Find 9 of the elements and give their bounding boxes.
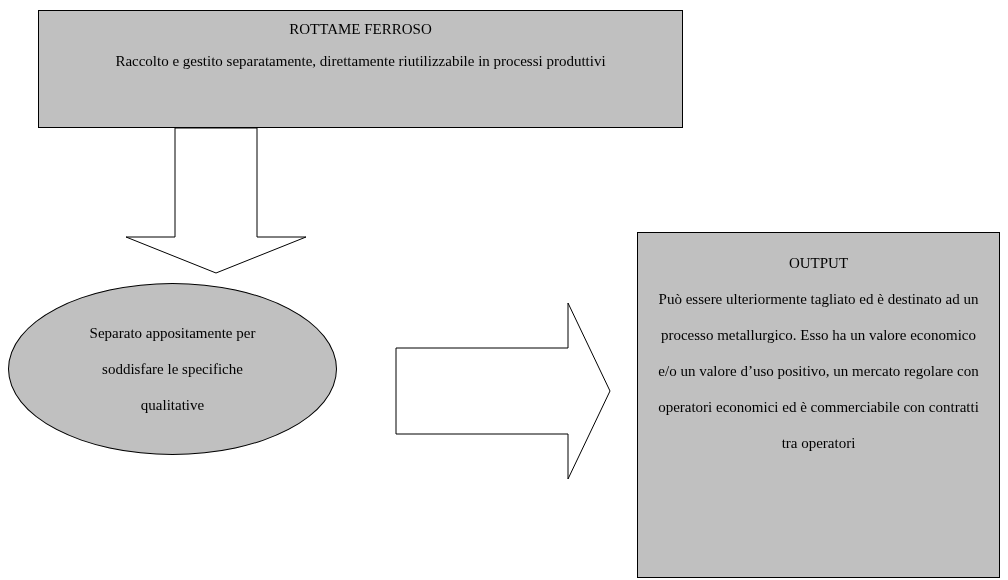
process-box bbox=[38, 10, 683, 128]
node-heading: ROTTAME FERROSO bbox=[289, 20, 432, 39]
process-box bbox=[637, 232, 1000, 578]
block-arrow bbox=[125, 127, 307, 274]
block-arrow bbox=[395, 302, 611, 480]
node-text: Separato appositamente per soddisfare le specifiche qualitative bbox=[88, 324, 257, 415]
node-text: Può essere ulteriormente tagliato ed è destinato ad un processo metallurgico. Esso ha un valore economico e/o un valore d’uso positivo, un mercato regolare con operatori economici ed è commerciabile con contratti tra operatori bbox=[657, 290, 980, 453]
node-text: Raccolto e gestito separatamente, direttamente riutilizzabile in processi produttivi bbox=[114, 52, 607, 71]
node-heading: OUTPUT bbox=[788, 254, 849, 273]
